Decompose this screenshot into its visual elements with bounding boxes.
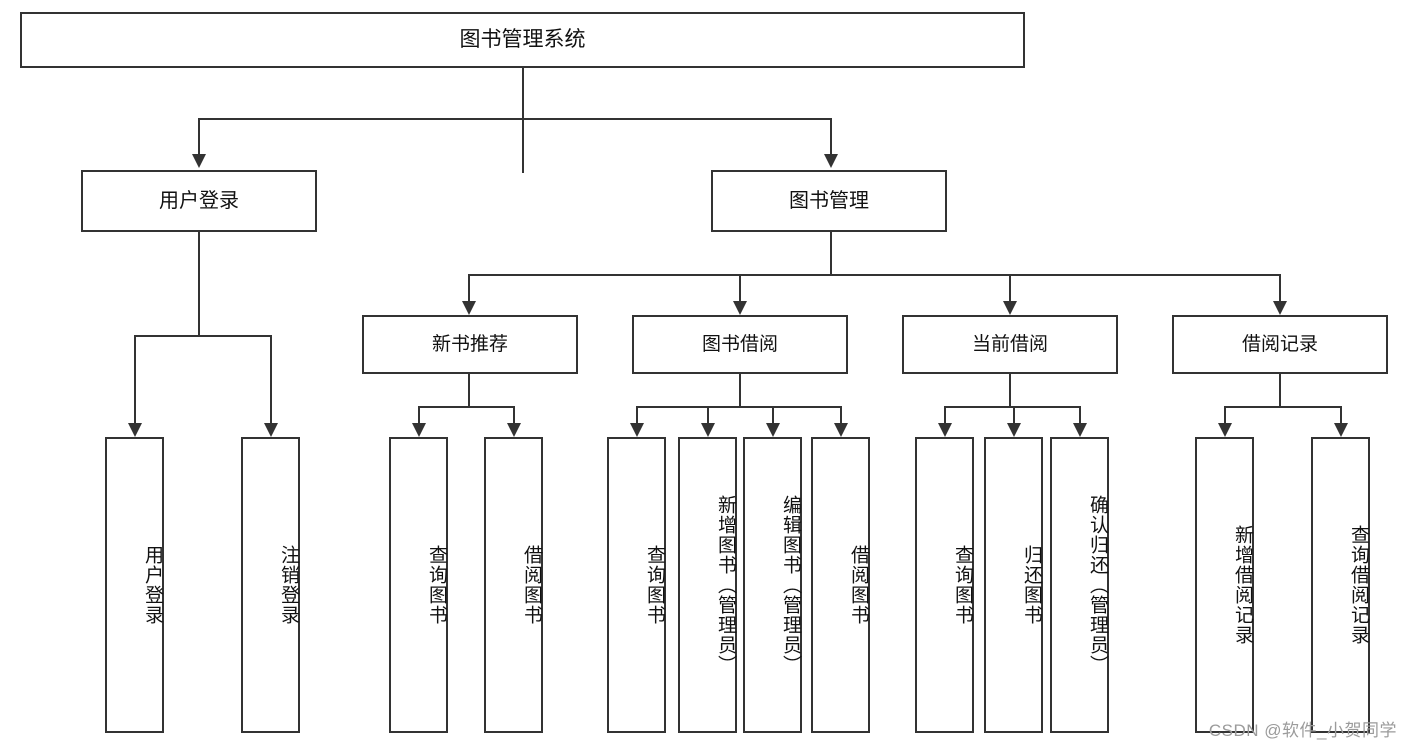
arrowhead-borrow-book-1: [507, 423, 521, 437]
leaf-label: 借阅图书: [521, 545, 542, 625]
connector-root-to-user-login: [198, 118, 200, 154]
leaf-query-borrow-record[interactable]: 查询借阅记录: [1311, 437, 1370, 733]
node-label: 借阅记录: [1241, 333, 1318, 355]
leaf-label: 用户登录: [142, 545, 163, 625]
leaf-add-book-admin[interactable]: 新增图书（管理员）: [678, 437, 737, 733]
node-label: 用户登录: [159, 189, 239, 212]
leaf-user-login[interactable]: 用户登录: [105, 437, 164, 733]
leaf-label: 新增借阅记录: [1232, 525, 1253, 645]
leaf-label: 确认归还（管理员）: [1087, 495, 1108, 675]
leaf-query-book-3[interactable]: 查询图书: [915, 437, 974, 733]
arrowhead-edit-book: [766, 423, 780, 437]
leaf-confirm-return-admin[interactable]: 确认归还（管理员）: [1050, 437, 1109, 733]
node-label: 图书管理系统: [459, 27, 586, 51]
node-root-book-management-system[interactable]: 图书管理系统: [20, 12, 1025, 68]
arrowhead-add-book: [701, 423, 715, 437]
arrowhead-new-book-rec: [462, 301, 476, 315]
leaf-label: 查询图书: [644, 545, 665, 625]
leaf-borrow-book-2[interactable]: 借阅图书: [811, 437, 870, 733]
connector-cb-leaf2: [1013, 406, 1015, 423]
leaf-label: 查询图书: [952, 545, 973, 625]
connector-borrow-record-stem: [1279, 374, 1281, 406]
connector-user-login-stem: [198, 232, 200, 335]
node-user-login[interactable]: 用户登录: [81, 170, 317, 232]
leaf-query-book-2[interactable]: 查询图书: [607, 437, 666, 733]
connector-br-leaf2: [1340, 406, 1342, 423]
node-label: 新书推荐: [431, 333, 508, 355]
node-label: 当前借阅: [971, 333, 1048, 355]
arrowhead-book-borrow: [733, 301, 747, 315]
connector-book-manage-stem: [830, 232, 832, 274]
connector-user-login-to-leaf2: [270, 335, 272, 423]
leaf-label: 借阅图书: [848, 545, 869, 625]
leaf-borrow-book-1[interactable]: 借阅图书: [484, 437, 543, 733]
connector-to-new-book-rec: [468, 274, 470, 301]
leaf-query-book-1[interactable]: 查询图书: [389, 437, 448, 733]
arrowhead-query-book-3: [938, 423, 952, 437]
connector-bb-leaf1: [636, 406, 638, 423]
arrowhead-borrow-book-2: [834, 423, 848, 437]
node-label: 图书管理: [789, 189, 869, 212]
leaf-label: 编辑图书（管理员）: [780, 495, 801, 675]
arrowhead-user-login: [192, 154, 206, 168]
connector-bb-leaf3: [772, 406, 774, 423]
leaf-label: 查询借阅记录: [1348, 525, 1369, 645]
arrowhead-leaf-logout: [264, 423, 278, 437]
connector-to-book-borrow: [739, 274, 741, 301]
connector-nbr-leaf2: [513, 406, 515, 423]
leaf-label: 归还图书: [1021, 545, 1042, 625]
connector-user-login-bus: [134, 335, 271, 337]
connector-to-current-borrow: [1009, 274, 1011, 301]
node-book-manage[interactable]: 图书管理: [711, 170, 947, 232]
connector-bb-leaf2: [707, 406, 709, 423]
leaf-edit-book-admin[interactable]: 编辑图书（管理员）: [743, 437, 802, 733]
leaf-add-borrow-record[interactable]: 新增借阅记录: [1195, 437, 1254, 733]
connector-nbr-leaf1: [418, 406, 420, 423]
connector-new-book-rec-stem: [468, 374, 470, 406]
arrowhead-current-borrow: [1003, 301, 1017, 315]
arrowhead-query-book-1: [412, 423, 426, 437]
connector-book-borrow-stem: [739, 374, 741, 406]
connector-br-leaf1: [1224, 406, 1226, 423]
node-current-borrow[interactable]: 当前借阅: [902, 315, 1118, 374]
arrowhead-query-record: [1334, 423, 1348, 437]
arrowhead-return-book: [1007, 423, 1021, 437]
connector-new-book-rec-bus: [418, 406, 515, 408]
arrowhead-add-record: [1218, 423, 1232, 437]
leaf-return-book[interactable]: 归还图书: [984, 437, 1043, 733]
leaf-logout[interactable]: 注销登录: [241, 437, 300, 733]
connector-cb-leaf1: [944, 406, 946, 423]
connector-book-manage-bus: [468, 274, 1280, 276]
node-borrow-record[interactable]: 借阅记录: [1172, 315, 1388, 374]
leaf-label: 注销登录: [278, 545, 299, 625]
node-label: 图书借阅: [701, 333, 778, 355]
connector-book-borrow-bus: [636, 406, 841, 408]
arrowhead-book-manage: [824, 154, 838, 168]
csdn-watermark: CSDN @软件_小贺同学: [1208, 721, 1397, 740]
connector-root-to-book-manage: [830, 118, 832, 154]
connector-root-stem: [522, 68, 524, 173]
arrowhead-confirm-return: [1073, 423, 1087, 437]
connector-current-borrow-stem: [1009, 374, 1011, 406]
node-book-borrow[interactable]: 图书借阅: [632, 315, 848, 374]
connector-cb-leaf3: [1079, 406, 1081, 423]
connector-current-borrow-bus: [944, 406, 1081, 408]
connector-user-login-to-leaf1: [134, 335, 136, 423]
arrowhead-leaf-user-login: [128, 423, 142, 437]
leaf-label: 新增图书（管理员）: [715, 495, 736, 675]
arrowhead-query-book-2: [630, 423, 644, 437]
connector-borrow-record-bus: [1224, 406, 1341, 408]
leaf-label: 查询图书: [426, 545, 447, 625]
connector-to-borrow-record: [1279, 274, 1281, 301]
arrowhead-borrow-record: [1273, 301, 1287, 315]
connector-root-bus: [198, 118, 832, 120]
connector-bb-leaf4: [840, 406, 842, 423]
node-new-book-recommend[interactable]: 新书推荐: [362, 315, 578, 374]
